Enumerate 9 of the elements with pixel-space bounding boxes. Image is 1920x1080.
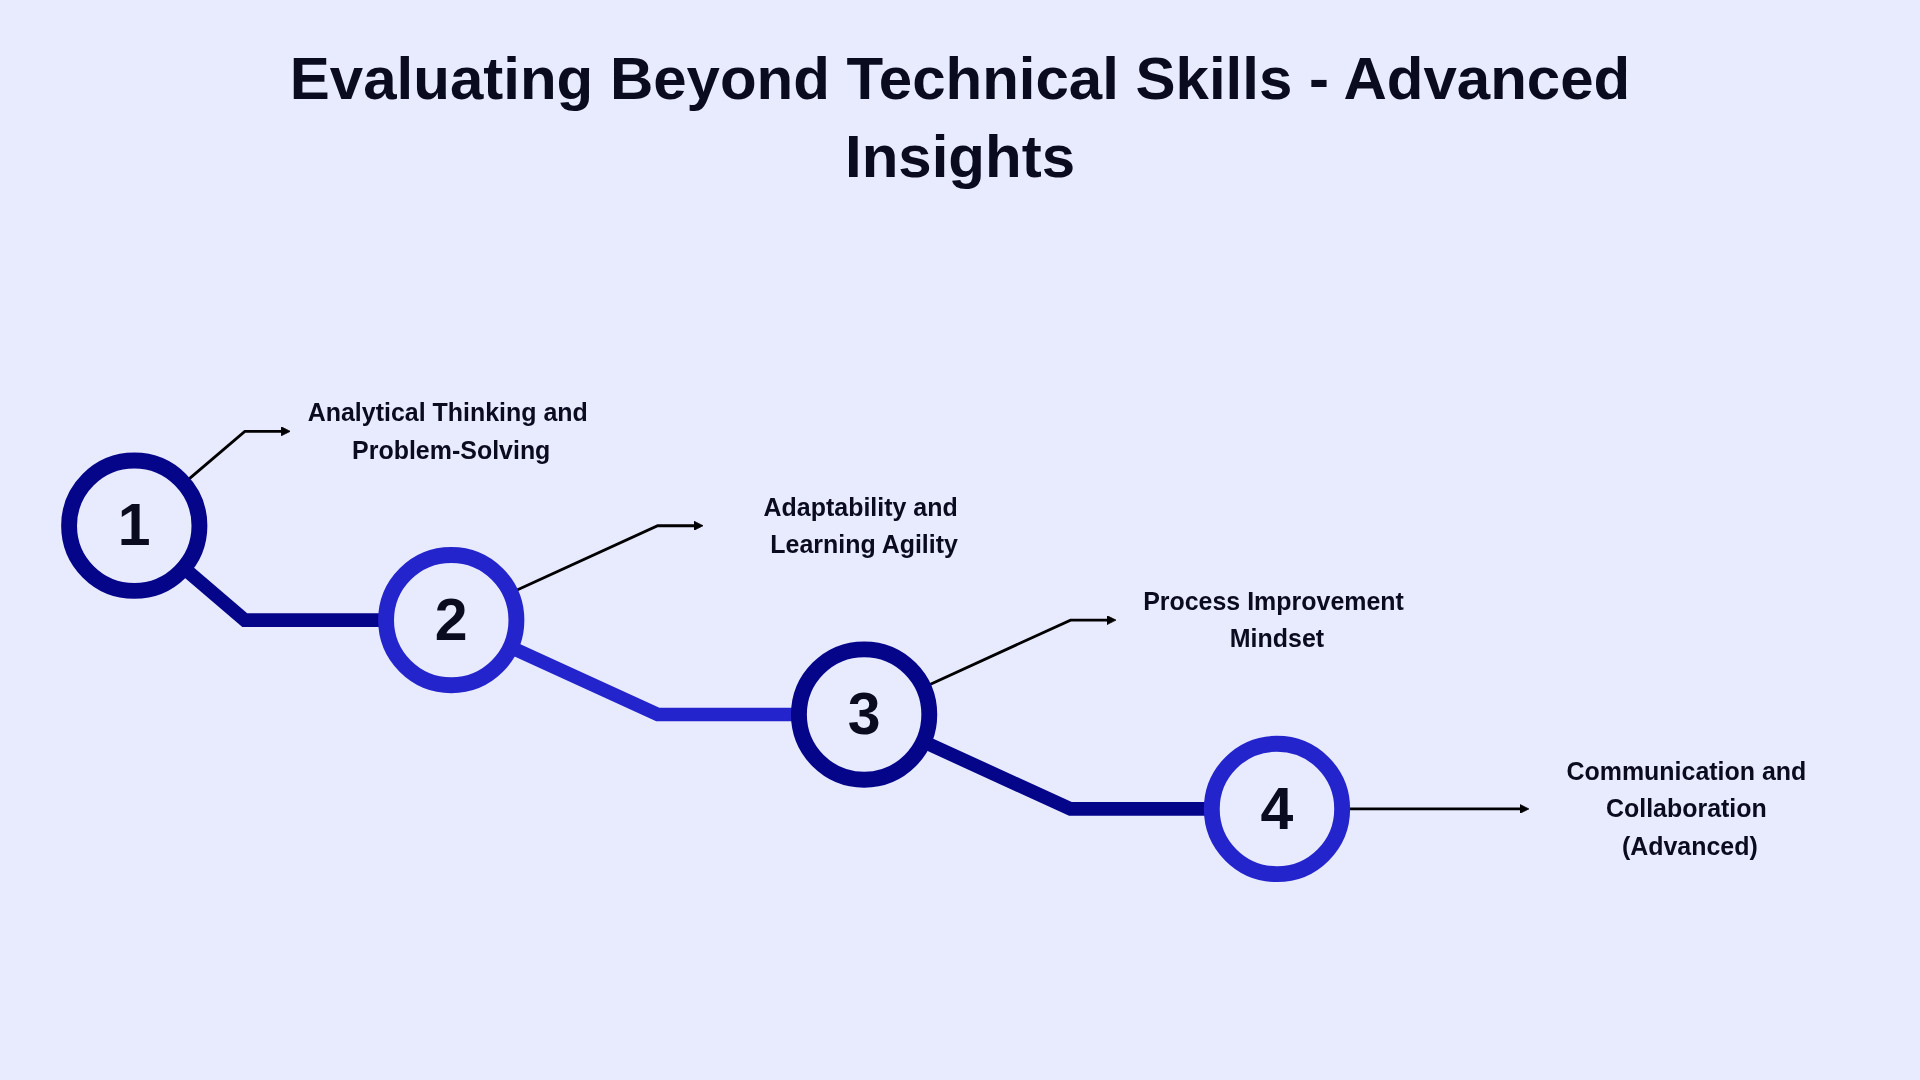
node-circle: 2 [378, 546, 525, 693]
node-circle: 4 [1203, 735, 1351, 882]
node-text: Process Improvement Mindset [1143, 586, 1404, 653]
node-circle: 3 [791, 640, 938, 788]
title: Evaluating Beyond Technical Skills - Advanced Insights [288, 44, 1632, 192]
node-circle: 1 [61, 452, 208, 599]
node-text: Adaptability and Learning Agility [763, 492, 958, 559]
node-text: Communication and Collaboration (Advanced) [1566, 756, 1807, 861]
node-text: Analytical Thinking and Problem-Solving [307, 397, 588, 464]
